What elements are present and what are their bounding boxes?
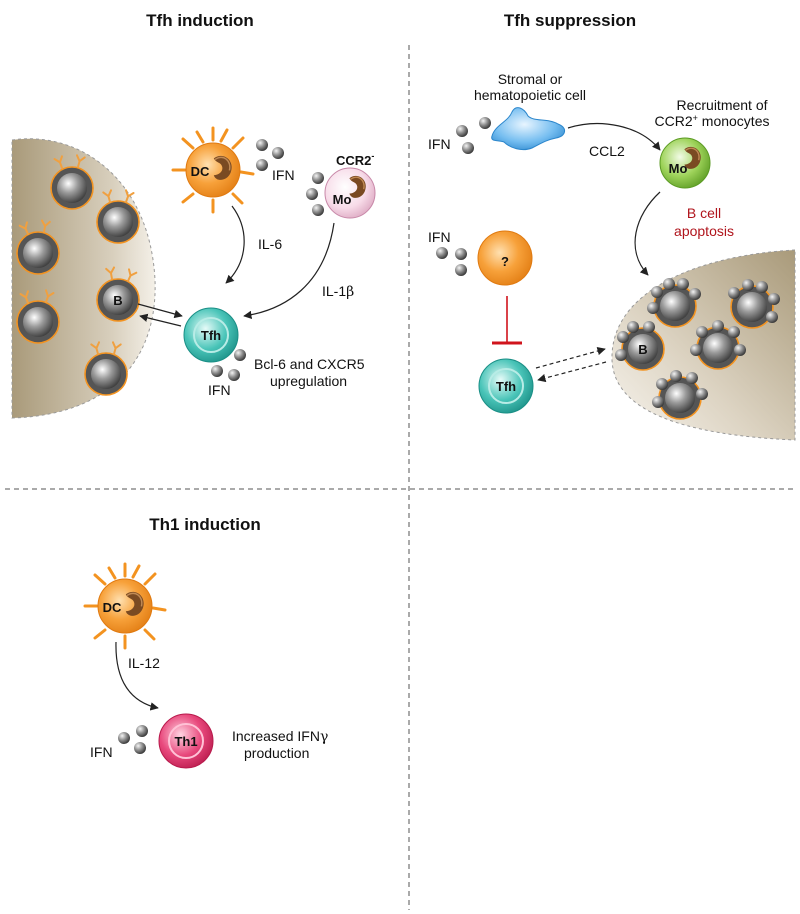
ifn-particle (256, 159, 268, 171)
ifn-particle (456, 125, 468, 137)
il12-label: IL-12 (128, 655, 160, 671)
apoptosis-label-line1: B cell (687, 205, 721, 221)
ifn-particle (455, 264, 467, 276)
production-text-line2: production (244, 745, 309, 761)
tfh-to-b-dashed-arrow (535, 346, 606, 369)
dendritic-cell (171, 126, 255, 214)
ifn-particle (455, 248, 467, 260)
il12-arrow (115, 641, 159, 711)
tfh-label: Tfh (201, 328, 221, 343)
recruitment-arrow (634, 191, 661, 276)
ifn-particle (136, 725, 148, 737)
il6-label: IL-6 (258, 236, 282, 252)
il1b-label: IL-1β (322, 283, 354, 300)
recruitment-label-line2: CCR2+ monocytes (655, 113, 770, 129)
ifn-label: IFN (272, 167, 295, 183)
panel-tfh-suppression: Tfh suppression Stromal or hematopoietic… (428, 11, 796, 441)
ifn-particle (436, 247, 448, 259)
mo-label: Mo (669, 161, 688, 176)
ifn-particle (118, 732, 130, 744)
panel-title-tfh-induction: Tfh induction (146, 11, 254, 30)
tfh-to-b-arrow (139, 313, 182, 327)
ifn-label: IFN (208, 382, 231, 398)
dc-label: DC (103, 600, 122, 615)
ccr2-label: CCR2- (336, 151, 374, 168)
tfh-label: Tfh (496, 379, 516, 394)
ifn-label: IFN (428, 229, 451, 245)
th1-label: Th1 (174, 734, 197, 749)
apoptosis-label-line2: apoptosis (674, 223, 734, 239)
ccl2-label: CCL2 (589, 143, 625, 159)
ifn-label: IFN (428, 136, 451, 152)
dendritic-cell (83, 562, 167, 650)
th1-cell (158, 713, 214, 769)
ifn-particle (234, 349, 246, 361)
ifn-label: IFN (90, 744, 113, 760)
stromal-cell (491, 107, 565, 151)
ccl2-arrow (567, 123, 661, 151)
stromal-label-line2: hematopoietic cell (474, 87, 586, 103)
il1b-arrow (243, 222, 335, 320)
il6-arrow (225, 205, 245, 284)
ifn-particle (272, 147, 284, 159)
ccr2-positive-monocyte (659, 137, 711, 189)
ifn-particle (134, 742, 146, 754)
upregulation-text-line1: Bcl-6 and CXCR5 (254, 356, 365, 372)
tfh-cell (183, 307, 239, 363)
unknown-cell (477, 230, 533, 286)
ifn-particle (462, 142, 474, 154)
panel-title-th1-induction: Th1 induction (149, 515, 260, 534)
ifn-particle (228, 369, 240, 381)
ifn-particle (256, 139, 268, 151)
unknown-cell-question-mark: ? (501, 254, 509, 269)
tfh-cell (478, 358, 534, 414)
ifn-particle (479, 117, 491, 129)
dc-label: DC (191, 164, 210, 179)
ifn-particle (312, 172, 324, 184)
ccr2-negative-monocyte (324, 167, 376, 219)
production-text-line1: Increased IFNγ (232, 728, 328, 745)
recruitment-label-line1: Recruitment of (676, 97, 767, 113)
b-cell-label: B (638, 342, 647, 357)
ifn-particle (211, 365, 223, 377)
ifn-particle (306, 188, 318, 200)
panel-title-tfh-suppression: Tfh suppression (504, 11, 636, 30)
upregulation-text-line2: upregulation (270, 373, 347, 389)
ifn-particle (312, 204, 324, 216)
stromal-label-line1: Stromal or (498, 71, 563, 87)
panel-th1-induction: Th1 induction DC IL-12 IFN Th1 Increased… (83, 515, 328, 769)
b-cell-label: B (113, 293, 122, 308)
b-to-tfh-arrow (137, 303, 183, 319)
panel-tfh-induction: Tfh induction B DC IFN CCR2- (11, 11, 376, 419)
mo-label: Mo (333, 192, 352, 207)
b-to-tfh-dashed-arrow (537, 361, 607, 383)
